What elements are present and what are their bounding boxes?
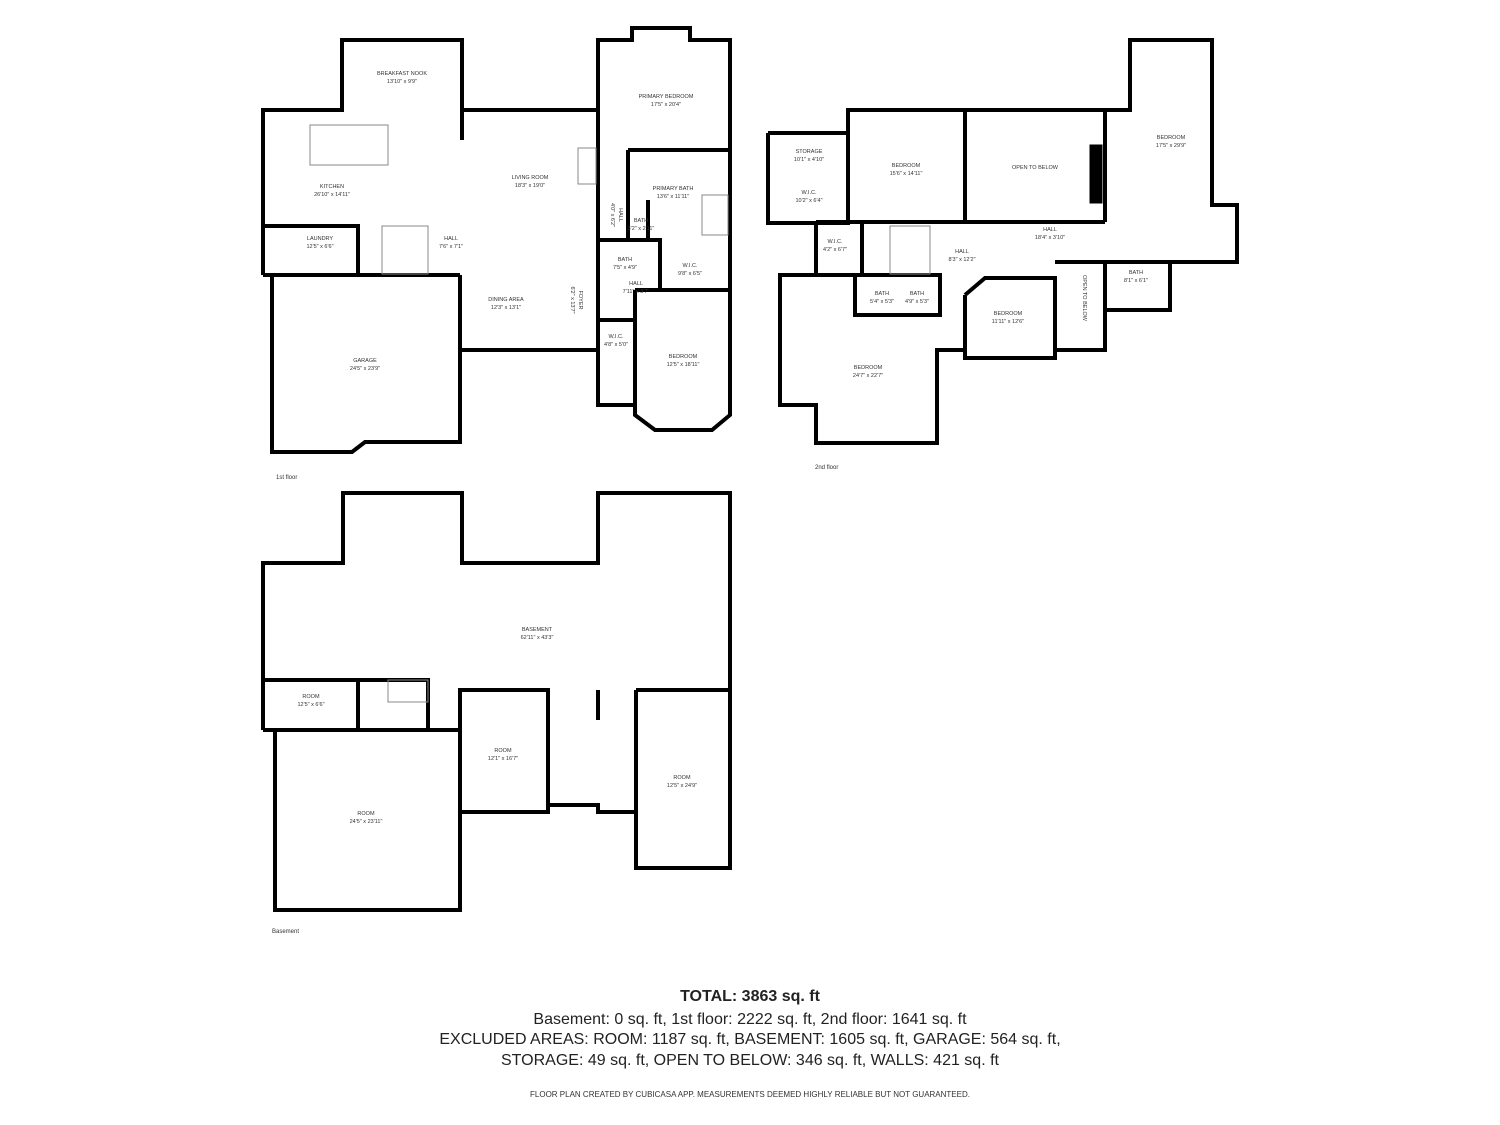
room-label: OPEN TO BELOW [1081,275,1087,321]
floor-areas: Basement: 0 sq. ft, 1st floor: 2222 sq. … [533,1011,967,1028]
excluded-areas-continued: STORAGE: 49 sq. ft, OPEN TO BELOW: 346 s… [501,1052,999,1069]
room-label: W.I.C.10'2" x 6'4" [795,190,823,204]
floor-label: 2nd floor [815,465,839,471]
second-floor-details [889,144,1103,275]
floor-label: Basement [272,929,300,935]
excluded-areas: EXCLUDED AREAS: ROOM: 1187 sq. ft, BASEM… [439,1031,1061,1048]
room-label: OPEN TO BELOW [1012,165,1058,171]
second-floor-walls [766,38,1239,445]
first-floor-walls [261,26,732,454]
room-label: W.I.C.4'2" x 6'7" [822,239,848,253]
first-floor-details [309,124,729,275]
disclaimer: FLOOR PLAN CREATED BY CUBICASA APP. MEAS… [530,1090,970,1099]
basement-walls [261,491,732,912]
room-label: W.I.C.9'8" x 6'5" [677,263,703,277]
total-area: TOTAL: 3863 sq. ft [680,988,820,1005]
room-label: W.I.C.4'8" x 5'0" [603,334,629,348]
floor-label: 1st floor [276,475,298,481]
basement-details [387,679,429,703]
